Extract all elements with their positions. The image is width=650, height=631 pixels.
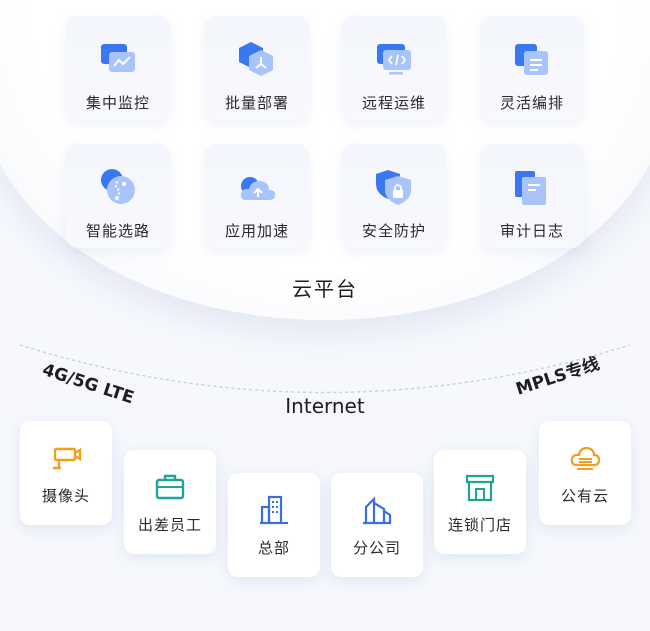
feature-smart-routing: 智能选路	[66, 144, 170, 248]
internet-link-label: Internet	[285, 394, 365, 418]
feature-label: 审计日志	[499, 222, 564, 240]
remote-code-icon	[377, 44, 411, 75]
site-label: 分公司	[352, 539, 401, 557]
feature-label: 应用加速	[224, 222, 289, 240]
briefcase-icon	[155, 474, 185, 500]
site-label: 摄像头	[41, 487, 90, 505]
hexagon-deploy-icon	[239, 42, 273, 76]
feature-remote-ops: 远程运维	[342, 16, 446, 120]
public-cloud-icon	[570, 446, 601, 470]
monitor-chart-icon	[101, 44, 135, 72]
building-icon	[260, 495, 288, 525]
feature-label: 灵活编排	[499, 94, 564, 112]
camera-icon	[53, 447, 82, 470]
site-chain-store: 连锁门店	[434, 450, 526, 554]
store-icon	[465, 474, 495, 502]
site-camera: 摄像头	[20, 421, 112, 525]
feature-app-acceleration: 应用加速	[205, 144, 309, 248]
site-public-cloud: 公有云	[539, 421, 631, 525]
feature-audit-log: 审计日志	[480, 144, 584, 248]
feature-batch-deploy: 批量部署	[205, 16, 309, 120]
feature-security: 安全防护	[342, 144, 446, 248]
site-label: 公有云	[560, 487, 609, 505]
cloud-upload-icon	[240, 177, 276, 200]
feature-label: 批量部署	[224, 94, 289, 112]
site-label: 出差员工	[137, 516, 202, 534]
document-log-icon	[515, 171, 546, 205]
feature-label: 集中监控	[85, 94, 150, 112]
cloud-platform-label: 云平台	[292, 277, 358, 301]
branch-building-icon	[363, 496, 392, 525]
shield-lock-icon	[376, 170, 411, 205]
site-label: 总部	[257, 539, 290, 557]
route-icon	[101, 169, 135, 204]
feature-centralized-monitoring: 集中监控	[66, 16, 170, 120]
site-traveling-staff: 出差员工	[124, 450, 216, 554]
site-label: 连锁门店	[447, 516, 512, 534]
site-headquarters: 总部	[228, 473, 320, 577]
feature-label: 智能选路	[85, 222, 150, 240]
site-branch-office: 分公司	[331, 473, 423, 577]
feature-label: 远程运维	[361, 94, 426, 112]
feature-label: 安全防护	[361, 222, 426, 240]
layers-icon	[515, 44, 548, 75]
feature-flexible-orchestration: 灵活编排	[480, 16, 584, 120]
